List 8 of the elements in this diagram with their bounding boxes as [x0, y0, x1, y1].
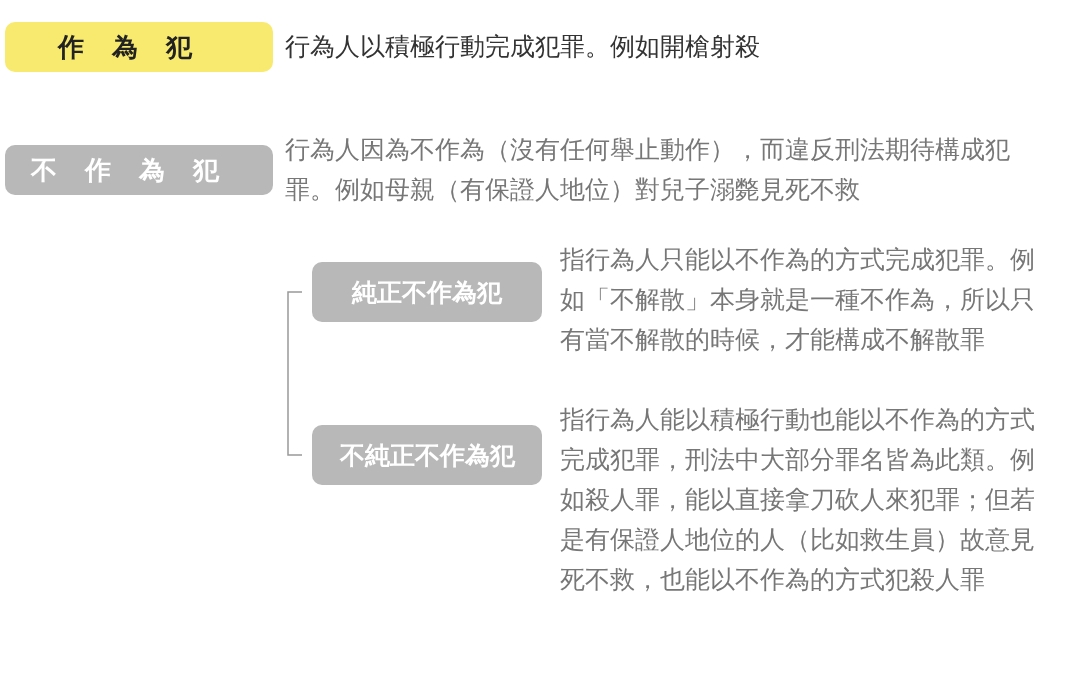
category-label: 作為犯 [5, 22, 273, 72]
description-text: 指行為人只能以不作為的方式完成犯罪。例如「不解散」本身就是一種不作為，所以只有當不解散的時候，才能構成不解散罪 [560, 244, 1036, 356]
description-text: 指行為人能以積極行動也能以不作為的方式完成犯罪，刑法中大部分罪名皆為此類。例如殺人罪，能以直接拿刀砍人來犯罪；但若是有保證人地位的人（比如救生員）故意見死不救，也能以不作為的方式犯殺人罪 [560, 404, 1036, 596]
description-text: 行為人以積極行動完成犯罪。例如開槍射殺 [285, 31, 761, 63]
category-label: 不純正不作為犯 [312, 425, 542, 485]
description-text: 行為人因為不作為（沒有任何舉止動作），而違反刑法期待構成犯罪。例如母親（有保證人地位）對兒子溺斃見死不救 [285, 134, 1011, 206]
category-label: 不作為犯 [5, 145, 273, 195]
category-label: 純正不作為犯 [312, 262, 542, 322]
